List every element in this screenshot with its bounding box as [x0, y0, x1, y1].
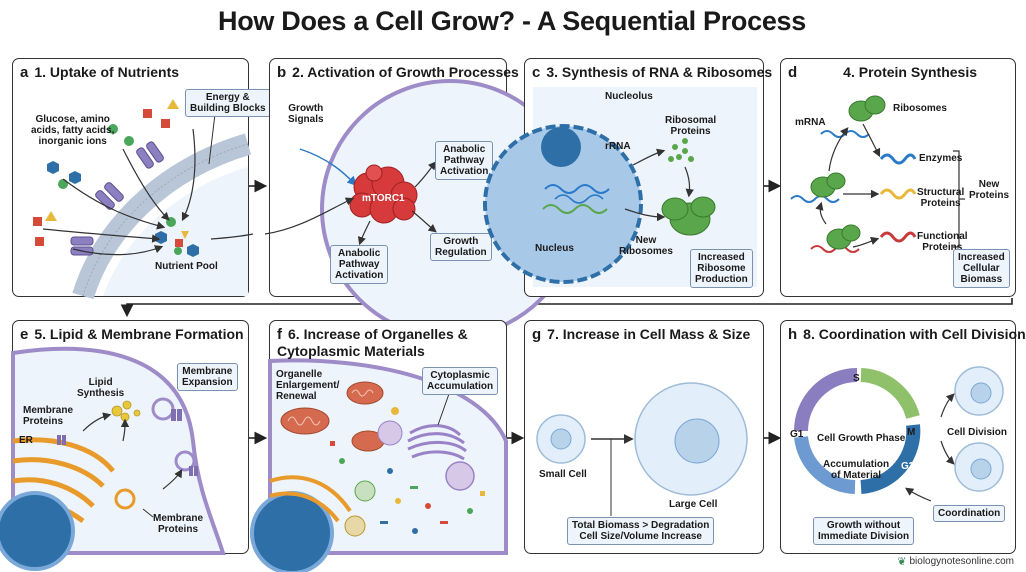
membrane-protein-icon: [57, 409, 198, 476]
mitochondria-icon: [280, 381, 385, 452]
label-increased-cellular-biomass: Increased Cellular Biomass: [953, 249, 1010, 288]
label-functional-proteins: Functional Proteins: [917, 231, 968, 253]
golgi-icon: [407, 424, 467, 461]
panel-d-art: [790, 95, 965, 253]
cell-membrane: [11, 346, 226, 555]
nucleolus-icon: [541, 127, 581, 167]
cell-cycle-icon: [794, 368, 921, 494]
panel-h-art: [794, 366, 1004, 502]
enzyme-protein-icon: [879, 153, 917, 165]
vesicle-icon: [445, 461, 475, 491]
transport-protein-icon: [70, 141, 164, 256]
label-phase-g1: G1: [790, 429, 804, 440]
label-nutrient-pool: Nutrient Pool: [155, 261, 218, 272]
nucleus-icon: [0, 491, 75, 571]
rrna-strand-icon: [544, 184, 610, 194]
structural-protein-icon: [879, 188, 917, 200]
er-icon: [12, 437, 115, 524]
label-accumulation-of-material: Accumulation of Material: [823, 459, 890, 481]
label-structural-proteins: Structural Proteins: [917, 187, 965, 209]
label-growth-regulation: Growth Regulation: [430, 233, 492, 261]
label-phase-m: M: [907, 427, 916, 438]
label-membrane-proteins-left: Membrane Proteins: [23, 405, 74, 427]
label-ribosomal-proteins: Ribosomal Proteins: [665, 115, 717, 137]
arrow-d-e: [120, 298, 1013, 318]
label-ribosomes: Ribosomes: [893, 103, 947, 114]
label-mtorc1: mTORC1: [362, 193, 405, 204]
label-enzymes: Enzymes: [919, 153, 963, 164]
label-er: ER: [19, 435, 33, 446]
mtorc1-complex-icon: [349, 164, 418, 224]
label-increased-ribosome-production: Increased Ribosome Production: [690, 249, 753, 288]
label-phase-s-bottom: S: [854, 493, 861, 504]
label-cell-growth-phase: Cell Growth Phase: [817, 433, 906, 444]
page-title: How Does a Cell Grow? - A Sequential Pro…: [218, 6, 806, 36]
label-membrane-expansion: Membrane Expansion: [177, 363, 238, 391]
panel-g-art: [536, 382, 748, 516]
label-organelle-enlargement: Organelle Enlargement/ Renewal: [276, 369, 340, 402]
footer-site: biologynotesonline.com: [909, 556, 1014, 567]
label-rrna: rRNA: [605, 141, 631, 152]
label-growth-without-division: Growth without Immediate Division: [813, 517, 915, 545]
label-membrane-proteins-bottom: Membrane Proteins: [153, 513, 204, 535]
label-phase-g2: G2: [901, 461, 915, 472]
ribosome-icon: [661, 196, 716, 236]
label-anabolic-pathway-top: Anabolic Pathway Activation: [435, 141, 494, 180]
label-mrna: mRNA: [795, 117, 826, 128]
leaf-icon: ❦: [897, 556, 907, 568]
footer: ❦ biologynotesonline.com: [897, 555, 1014, 568]
label-cytoplasmic-accumulation: Cytoplasmic Accumulation: [422, 367, 499, 395]
cytoplasmic-materials-icon: [330, 407, 485, 537]
panel-f-art: [250, 358, 508, 572]
label-energy-building-blocks: Energy & Building Blocks: [185, 89, 271, 117]
functional-protein-icon: [879, 231, 917, 243]
ribosomes-icon: [810, 95, 886, 250]
label-large-cell: Large Cell: [669, 499, 718, 510]
label-total-biomass: Total Biomass > Degradation Cell Size/Vo…: [567, 517, 715, 545]
label-nutrients: Glucose, amino acids, fatty acids, inorg…: [31, 114, 115, 147]
panel-e-art: [0, 346, 226, 571]
label-nucleolus: Nucleolus: [605, 91, 653, 102]
label-coordination: Coordination: [933, 505, 1006, 522]
panel-a-art: [33, 99, 254, 300]
label-new-ribosomes: New Ribosomes: [619, 235, 673, 257]
label-nucleus: Nucleus: [535, 243, 574, 254]
label-growth-signals: Growth Signals: [288, 103, 324, 125]
label-lipid-synthesis: Lipid Synthesis: [77, 377, 125, 399]
label-small-cell: Small Cell: [539, 469, 587, 480]
nucleus-icon: [483, 124, 643, 284]
label-cell-division: Cell Division: [947, 427, 1008, 438]
nutrient-molecules-icon: [33, 99, 199, 257]
label-anabolic-pathway-bottom: Anabolic Pathway Activation: [330, 245, 389, 284]
label-phase-s-top: S: [853, 373, 860, 384]
label-new-proteins: New Proteins: [969, 179, 1010, 201]
ribosomal-proteins-icon: [668, 138, 694, 162]
